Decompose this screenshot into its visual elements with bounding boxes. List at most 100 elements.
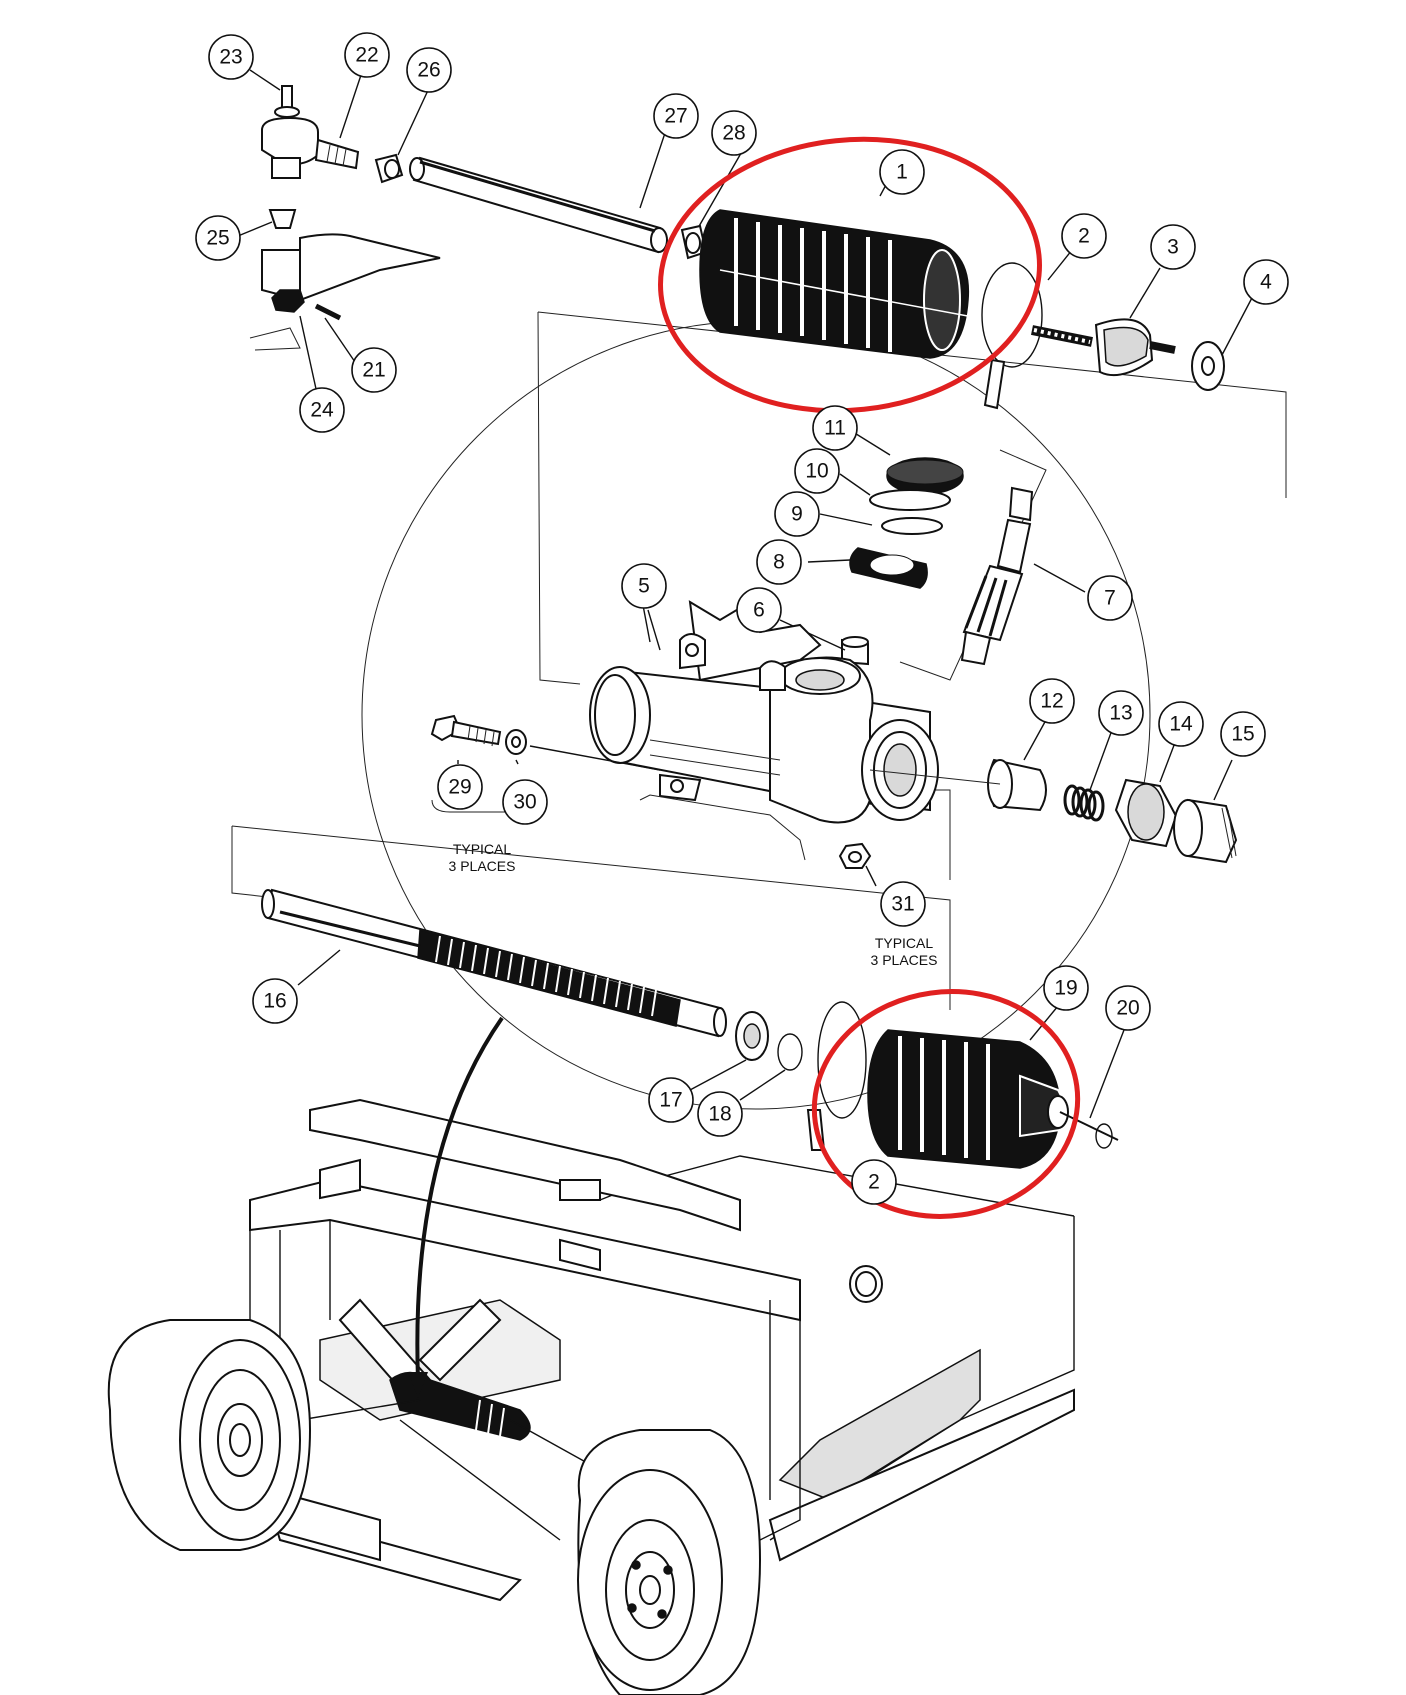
inner-tie-rod xyxy=(1031,318,1176,376)
callout-circle xyxy=(736,587,782,633)
typical-note-left-line1: TYPICAL xyxy=(453,841,512,857)
bellows-boot-top xyxy=(699,209,1001,359)
callout-circle xyxy=(879,149,925,195)
callout-circle xyxy=(756,539,802,585)
bearing-leader-lines xyxy=(807,431,1086,593)
callout-circle xyxy=(1061,213,1107,259)
typical-note-right-line1: TYPICAL xyxy=(875,935,934,951)
callout-19: 19 xyxy=(1043,965,1089,1011)
callout-10: 10 xyxy=(794,448,840,494)
exploded-view-frame xyxy=(231,311,1287,1010)
callout-circle xyxy=(812,405,858,451)
callout-30: 30 xyxy=(502,779,548,825)
callout-9: 9 xyxy=(774,491,820,537)
callout-number: 9 xyxy=(791,503,803,526)
callout-circle xyxy=(1220,711,1266,757)
housing-nut xyxy=(838,842,872,869)
bellows-boot-bottom xyxy=(867,1029,1119,1169)
tie-rod-end-leader-lines xyxy=(237,69,431,399)
callout-number: 13 xyxy=(1109,702,1132,725)
callout-circle xyxy=(195,215,241,261)
location-arrow xyxy=(408,1016,504,1398)
callout-number: 3 xyxy=(1167,236,1179,259)
callout-5: 5 xyxy=(621,563,667,609)
callout-29: 29 xyxy=(437,764,483,810)
typical-note-right-line2: 3 PLACES xyxy=(871,952,938,968)
callout-number: 7 xyxy=(1104,587,1116,610)
front-right-wheel xyxy=(577,1429,762,1695)
callout-number: 21 xyxy=(362,359,385,382)
rack-housing xyxy=(589,600,939,861)
callout-number: 28 xyxy=(722,122,745,145)
pinion-bearing-stack xyxy=(849,457,964,589)
callout-27: 27 xyxy=(653,93,699,139)
callout-circle xyxy=(1158,701,1204,747)
boot-retaining-ring xyxy=(1095,1123,1113,1149)
callout-circle xyxy=(208,34,254,80)
callout-number: 18 xyxy=(708,1103,731,1126)
callout-4: 4 xyxy=(1243,259,1289,305)
callout-8: 8 xyxy=(756,539,802,585)
callout-2: 2 xyxy=(1061,213,1107,259)
tie-rod-end-assembly xyxy=(249,85,441,351)
rack-washer xyxy=(735,1011,769,1061)
bushing xyxy=(841,636,869,666)
callout-circle xyxy=(437,764,483,810)
callout-number: 1 xyxy=(896,161,908,184)
callout-circle xyxy=(252,978,298,1024)
boot-clamp-top xyxy=(981,262,1043,410)
callout-25: 25 xyxy=(195,215,241,261)
callout-26: 26 xyxy=(406,47,452,93)
callout-number: 4 xyxy=(1260,271,1272,294)
callout-circle xyxy=(794,448,840,494)
callout-number: 11 xyxy=(824,417,846,440)
lower-leader-lines xyxy=(689,1059,786,1101)
callout-28: 28 xyxy=(711,110,757,156)
callout-number: 10 xyxy=(805,460,828,483)
callout-14: 14 xyxy=(1158,701,1204,747)
callout-circle xyxy=(502,779,548,825)
callout-23: 23 xyxy=(208,34,254,80)
callout-18: 18 xyxy=(697,1091,743,1137)
callout-circle xyxy=(621,563,667,609)
callout-15: 15 xyxy=(1220,711,1266,757)
callout-circle xyxy=(774,491,820,537)
callout-number: 19 xyxy=(1054,977,1077,1000)
callout-circle xyxy=(299,387,345,433)
rack-plunger xyxy=(987,758,1047,812)
callout-number: 27 xyxy=(664,105,687,128)
jam-nut xyxy=(374,153,404,184)
callout-number: 6 xyxy=(753,599,765,622)
callout-number: 14 xyxy=(1169,713,1193,736)
snap-ring xyxy=(777,1033,803,1071)
steering-rack-bar xyxy=(261,888,727,1038)
callout-21: 21 xyxy=(351,347,397,393)
callout-number: 8 xyxy=(773,551,785,574)
callout-circle xyxy=(406,47,452,93)
callout-circle xyxy=(1087,575,1133,621)
callout-12: 12 xyxy=(1029,678,1075,724)
callout-circle xyxy=(653,93,699,139)
callout-number: 2 xyxy=(1078,225,1090,248)
callout-11: 11 xyxy=(812,405,858,451)
callout-20: 20 xyxy=(1105,985,1151,1031)
lock-washer xyxy=(1191,341,1225,391)
callout-6: 6 xyxy=(736,587,782,633)
callout-number: 25 xyxy=(206,227,229,250)
adjuster-plug-nut xyxy=(1114,778,1178,848)
callout-circle xyxy=(344,32,390,78)
callout-number: 24 xyxy=(310,399,334,422)
mounting-washer xyxy=(505,729,527,755)
callout-circle xyxy=(880,881,926,927)
callout-number: 29 xyxy=(448,776,471,799)
callout-number: 17 xyxy=(659,1089,682,1112)
typical-note-left-line2: 3 PLACES xyxy=(449,858,516,874)
front-left-wheel xyxy=(107,1319,312,1551)
callout-number: 5 xyxy=(638,575,650,598)
callout-3: 3 xyxy=(1150,224,1196,270)
callout-2: 2 xyxy=(851,1159,897,1205)
adjuster-cap xyxy=(1173,798,1238,864)
callout-circle xyxy=(851,1159,897,1205)
